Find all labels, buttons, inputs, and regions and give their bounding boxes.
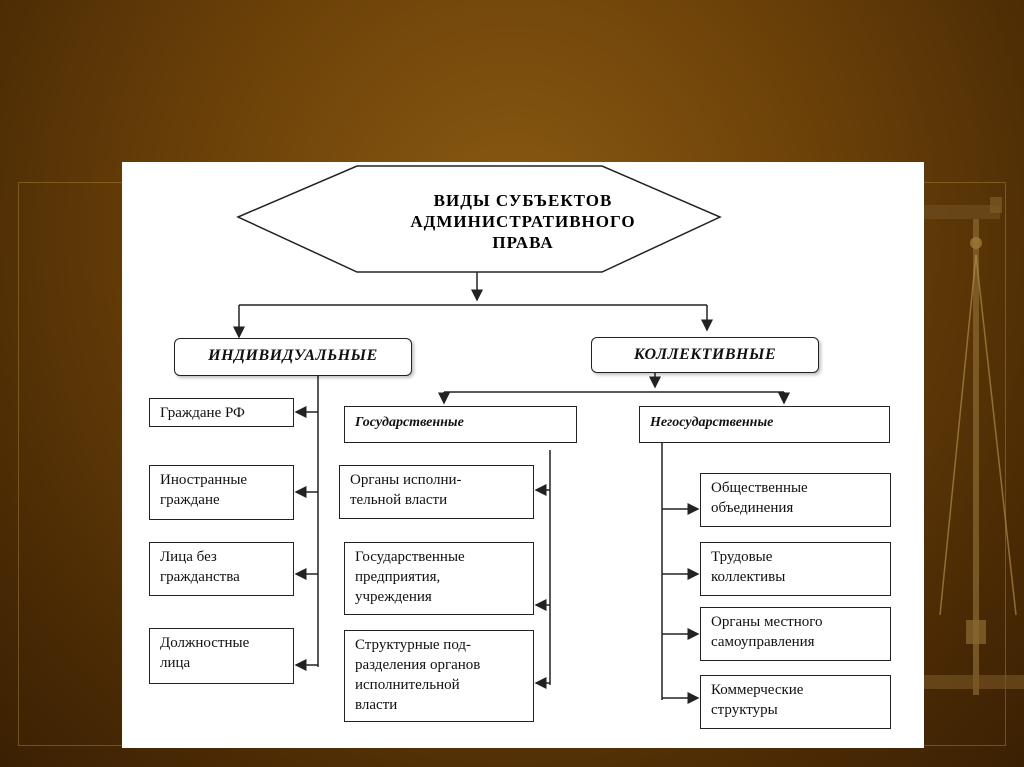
category-individual: ИНДИВИДУАЛЬНЫЕ [174, 338, 412, 376]
diagram-panel: ВИДЫ СУБЪЕКТОВ АДМИНИСТРАТИВНОГО ПРАВА И… [122, 162, 924, 748]
state-item: Структурные под- разделения органов испо… [344, 630, 534, 722]
nonstate-category: Негосударственные [639, 406, 890, 443]
category-collective: КОЛЛЕКТИВНЫЕ [591, 337, 819, 373]
state-category: Государственные [344, 406, 577, 443]
state-item: Государственные предприятия, учреждения [344, 542, 534, 615]
individual-item: Граждане РФ [149, 398, 294, 427]
nonstate-item: Органы местного самоуправления [700, 607, 891, 661]
individual-item: Иностранные граждане [149, 465, 294, 520]
state-item: Органы исполни- тельной власти [339, 465, 534, 519]
nonstate-item: Трудовые коллективы [700, 542, 891, 596]
individual-item: Должностные лица [149, 628, 294, 684]
connector-lines [233, 165, 790, 704]
scales-of-justice-icon [920, 197, 1024, 695]
diagram-title: ВИДЫ СУБЪЕКТОВ АДМИНИСТРАТИВНОГО ПРАВА [410, 191, 636, 252]
nonstate-item: Общественные объединения [700, 473, 891, 527]
nonstate-item: Коммерческие структуры [700, 675, 891, 729]
individual-item: Лица без гражданства [149, 542, 294, 596]
title-hexagon [236, 165, 722, 273]
